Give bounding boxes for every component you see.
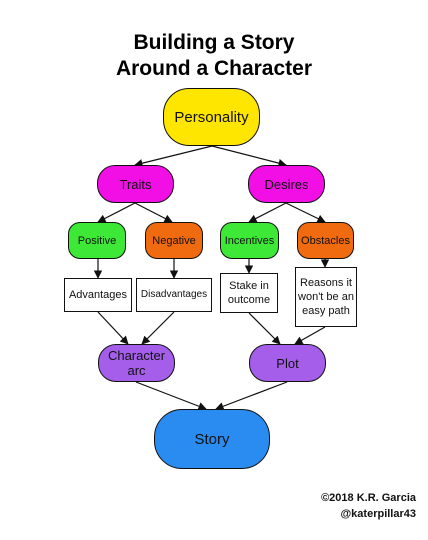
- node-stake-in-outcome: Stake in outcome: [220, 273, 278, 313]
- copyright-text: ©2018 K.R. Garcia: [321, 492, 416, 504]
- node-incentives: Incentives: [220, 222, 279, 259]
- node-disadvantages: Disadvantages: [136, 278, 212, 312]
- arrow-desires-obstacles: [285, 202, 326, 223]
- node-desires: Desires: [248, 165, 325, 203]
- node-plot: Plot: [249, 344, 326, 382]
- diagram-title-line-1: Building a Story: [133, 31, 295, 54]
- node-positive: Positive: [68, 222, 126, 259]
- node-personality: Personality: [163, 88, 260, 146]
- arrow-traits-negative: [134, 202, 173, 223]
- arrow-desires-incentives: [248, 202, 287, 223]
- node-obstacles: Obstacles: [297, 222, 354, 259]
- node-story: Story: [154, 409, 270, 469]
- diagram-title-line-2: Around a Character: [115, 57, 313, 80]
- node-advantages: Advantages: [64, 278, 132, 312]
- arrow-traits-positive: [97, 202, 136, 223]
- arrow-disadvantages-arc: [141, 311, 175, 345]
- arrow-plot-story: [215, 381, 288, 411]
- arrow-personality-desires: [211, 145, 287, 168]
- arrow-arc-story: [135, 381, 207, 411]
- node-character-arc: Character arc: [98, 344, 175, 382]
- arrow-stake-plot: [248, 312, 281, 345]
- node-reasons: Reasons it won't be an easy path: [295, 267, 357, 327]
- node-traits: Traits: [97, 165, 174, 203]
- arrow-reasons-plot: [294, 326, 326, 345]
- arrow-advantages-arc: [97, 311, 129, 345]
- author-handle: @katerpillar43: [340, 508, 416, 520]
- node-negative: Negative: [145, 222, 203, 259]
- arrow-personality-traits: [134, 145, 213, 168]
